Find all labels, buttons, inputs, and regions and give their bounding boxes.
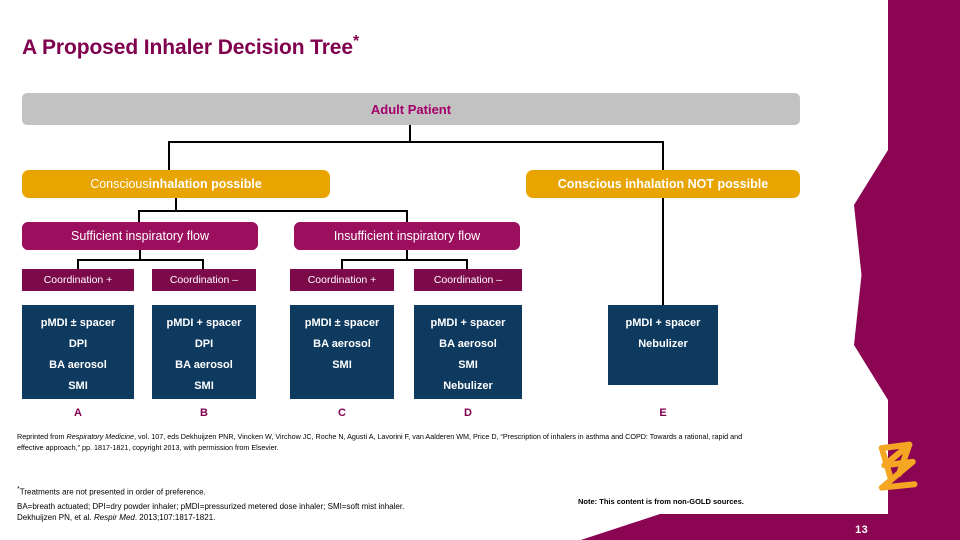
outcome-letter-a: A: [74, 407, 82, 419]
outcome-d-device-3: SMI: [458, 359, 478, 371]
outcome-box-b[interactable]: pMDI + spacer DPI BA aerosol SMI: [152, 305, 256, 399]
outcome-a-device-2: DPI: [68, 338, 88, 350]
outcome-letter-b: B: [200, 407, 208, 419]
connector-insuff-drop-d: [466, 259, 468, 269]
outcome-e-device-2: Nebulizer: [638, 338, 688, 350]
outcome-box-a[interactable]: pMDI ± spacer DPI BA aerosol SMI: [22, 305, 134, 399]
outcome-c-device-3: SMI: [332, 359, 352, 371]
outcome-a-device-4: SMI: [68, 380, 88, 392]
connector-not-possible-to-e: [662, 198, 664, 305]
outcome-e-device-1: pMDI + spacer: [625, 317, 701, 329]
citation: Dekhuijzen PN, et al. Respir Med. 2013;1…: [17, 513, 215, 522]
outcome-box-c[interactable]: pMDI ± spacer BA aerosol SMI: [290, 305, 394, 399]
outcome-a-device-3: BA aerosol: [49, 359, 107, 371]
connector-conscious-right-drop: [662, 141, 664, 170]
source-reference: Reprinted from Respiratory Medicine, vol…: [17, 431, 757, 453]
node-conscious-label-bold: inhalation possible: [148, 177, 262, 191]
outcome-b-device-1: pMDI + spacer: [166, 317, 242, 329]
node-coordination-plus-c[interactable]: Coordination +: [290, 269, 394, 291]
page-title-text: A Proposed Inhaler Decision Tree: [22, 36, 353, 59]
node-sufficient-inspiratory-flow[interactable]: Sufficient inspiratory flow: [22, 222, 258, 250]
connector-suff-drop-a: [77, 259, 79, 269]
connector-flow-right-drop: [406, 210, 408, 222]
outcome-b-device-2: DPI: [194, 338, 214, 350]
node-insufficient-inspiratory-flow[interactable]: Insufficient inspiratory flow: [294, 222, 520, 250]
connector-flow-bus: [138, 210, 408, 212]
outcome-box-e[interactable]: pMDI + spacer Nebulizer: [608, 305, 718, 385]
footnote-treatment-note: Treatments are not presented in order of…: [19, 487, 206, 497]
node-conscious-inhalation-possible[interactable]: Conscious inhalation possible: [22, 170, 330, 198]
connector-insuff-stem: [406, 250, 408, 259]
decision-tree: Adult Patient Conscious inhalation possi…: [0, 85, 830, 430]
citation-journal: Respir Med: [93, 513, 135, 522]
connector-suff-bus: [77, 259, 204, 261]
reference-prefix: Reprinted from: [17, 432, 67, 441]
connector-root-stem: [409, 125, 411, 141]
page-title-marker: *: [352, 33, 360, 50]
reference-suffix: , vol. 107, eds Dekhuijzen PNR, Vincken …: [17, 432, 743, 452]
connector-insuff-bus: [341, 259, 468, 261]
astrazeneca-logo-icon: [856, 424, 942, 510]
outcome-b-device-3: BA aerosol: [175, 359, 233, 371]
node-adult-patient[interactable]: Adult Patient: [22, 93, 800, 125]
outcome-c-device-1: pMDI ± spacer: [304, 317, 380, 329]
footnote-abbreviations: BA=breath actuated; DPI=dry powder inhal…: [17, 501, 405, 511]
citation-suffix: . 2013;107:1817-1821.: [134, 513, 216, 522]
connector-conscious-left-drop: [168, 141, 170, 170]
outcome-c-device-2: BA aerosol: [313, 338, 371, 350]
connector-suff-stem: [139, 250, 141, 259]
connector-flow-stem: [175, 198, 177, 210]
connector-suff-drop-b: [202, 259, 204, 269]
node-conscious-inhalation-not-possible[interactable]: Conscious inhalation NOT possible: [526, 170, 800, 198]
page-title: A Proposed Inhaler Decision Tree*: [22, 33, 359, 60]
page-number: 13: [855, 524, 868, 536]
node-conscious-label-thin: Conscious: [90, 177, 149, 191]
footnote-marker: *: [17, 486, 20, 493]
connector-insuff-drop-c: [341, 259, 343, 269]
connector-conscious-bus: [168, 141, 664, 143]
node-coordination-minus-d[interactable]: Coordination –: [414, 269, 522, 291]
brand-bottom-bar-cut: [0, 514, 660, 540]
outcome-b-device-4: SMI: [194, 380, 214, 392]
brand-stripe-notch: [854, 150, 888, 400]
outcome-box-d[interactable]: pMDI + spacer BA aerosol SMI Nebulizer: [414, 305, 522, 399]
non-gold-source-note: Note: This content is from non-GOLD sour…: [578, 497, 744, 506]
node-coordination-minus-b[interactable]: Coordination –: [152, 269, 256, 291]
outcome-d-device-4: Nebulizer: [443, 380, 493, 392]
citation-prefix: Dekhuijzen PN, et al.: [17, 513, 94, 522]
node-coordination-plus-a[interactable]: Coordination +: [22, 269, 134, 291]
outcome-letter-c: C: [338, 407, 346, 419]
reference-journal: Respiratory Medicine: [66, 432, 135, 441]
outcome-d-device-2: BA aerosol: [439, 338, 497, 350]
outcome-a-device-1: pMDI ± spacer: [40, 317, 116, 329]
outcome-d-device-1: pMDI + spacer: [430, 317, 506, 329]
outcome-letter-e: E: [659, 407, 667, 419]
footnote-block: *Treatments are not presented in order o…: [17, 483, 577, 514]
connector-flow-left-drop: [138, 210, 140, 222]
outcome-letter-d: D: [464, 407, 472, 419]
